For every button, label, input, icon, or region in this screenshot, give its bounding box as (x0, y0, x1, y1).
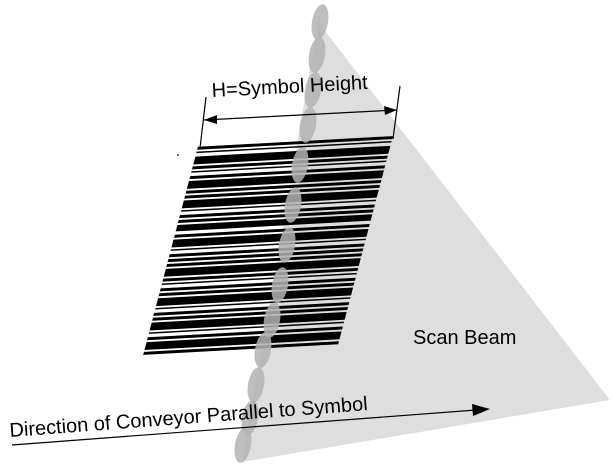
barcode-bar (143, 341, 339, 355)
barcode-bar (145, 331, 342, 348)
barcode-bar (186, 175, 383, 189)
barcode-bar (158, 282, 355, 297)
barcode-bar (155, 297, 351, 310)
scan-beam-shape (242, 22, 610, 462)
barcode-bar (152, 307, 348, 321)
barcode-bar (147, 326, 343, 341)
barcode-bar (163, 263, 360, 277)
height-arrowhead-left (204, 115, 217, 124)
height-extension-line-right (392, 85, 401, 140)
barcode-bar (177, 209, 374, 224)
scan-spot (247, 367, 265, 403)
barcode-bar (166, 253, 363, 268)
barcode-bar (156, 292, 352, 307)
barcode-bar (179, 204, 375, 219)
barcode-bar (149, 316, 346, 331)
barcode-bar (174, 223, 370, 238)
barcode-bar (185, 180, 382, 194)
barcode-bar (187, 170, 384, 187)
barcode-bar (180, 199, 377, 212)
barcode-bar (182, 189, 379, 207)
stray-dot (177, 154, 179, 156)
barcode-bar (156, 287, 354, 304)
barcode-bar (189, 165, 386, 180)
symbol-height-dimension (199, 85, 401, 149)
height-arrow-line (203, 109, 398, 121)
barcode-bar (161, 272, 357, 286)
scan-spot (311, 4, 329, 40)
scan-spot (263, 302, 281, 338)
barcode-bar (148, 321, 345, 334)
barcode-bar (181, 194, 378, 209)
barcode-bar (167, 248, 364, 263)
barcode-bar (193, 150, 390, 165)
scan-beam-label: Scan Beam (413, 327, 516, 349)
barcode-bar (159, 277, 356, 292)
scan-spot (291, 147, 309, 183)
conveyor-direction-arrow (11, 404, 490, 446)
barcode-bar (175, 214, 373, 231)
barcode-bar (144, 336, 341, 351)
scan-spot (271, 267, 289, 303)
barcode-bar (184, 184, 381, 199)
scan-spot (284, 187, 302, 223)
barcode-bar (171, 233, 368, 248)
barcode-bar (191, 155, 388, 170)
scan-spot (308, 37, 326, 73)
barcode-bar (197, 136, 393, 150)
scan-spot (299, 107, 317, 143)
barcode-bar (191, 160, 387, 173)
barcode-bar (164, 258, 361, 275)
barcode-symbol (143, 136, 393, 355)
scan-spot (304, 72, 322, 108)
scan-spot (278, 227, 296, 263)
barcode-bar (168, 243, 365, 258)
height-arrowhead-right (384, 106, 397, 115)
barcode-bar (196, 140, 392, 154)
scan-spot (254, 332, 272, 368)
height-extension-line-left (199, 96, 207, 149)
barcode-bar (170, 238, 366, 251)
barcode-bar (193, 145, 391, 163)
conveyor-arrowhead (472, 404, 490, 416)
barcode-bar (172, 228, 369, 246)
barcode-bar (162, 267, 359, 282)
barcode-bar (153, 302, 350, 316)
conveyor-arrow-line (11, 409, 477, 446)
scan-spot (234, 427, 252, 463)
barcode-bar (150, 311, 347, 329)
barcode-bar (175, 219, 372, 232)
